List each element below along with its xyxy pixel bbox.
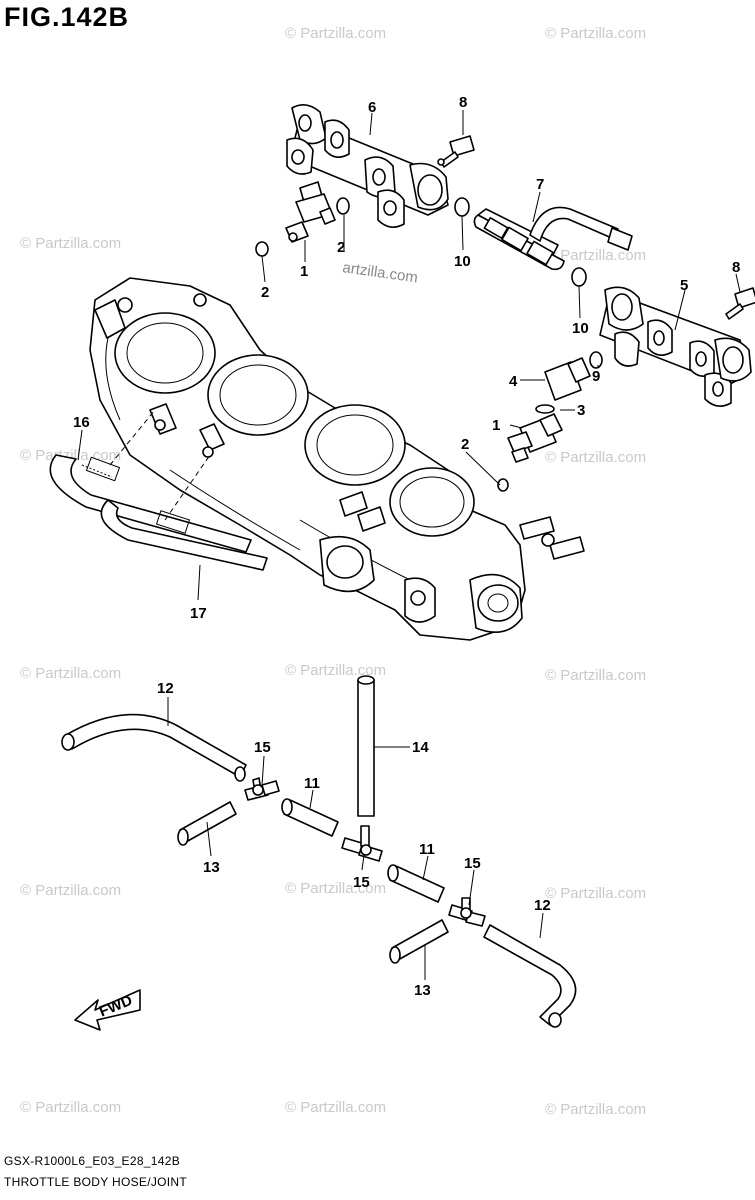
- watermark: © Partzilla.com: [285, 25, 386, 42]
- watermark: © Partzilla.com: [285, 1099, 386, 1116]
- joint-left: [244, 777, 280, 801]
- short-hose-right: [387, 864, 445, 903]
- figure-title: FIG.142B: [4, 2, 130, 32]
- o-ring: [497, 478, 509, 492]
- figure-caption: THROTTLE BODY HOSE/JOINT: [4, 1175, 187, 1189]
- callout-5: 5: [680, 277, 688, 294]
- watermark: © Partzilla.com: [285, 880, 386, 897]
- callout-13: 13: [203, 859, 220, 876]
- o-ring: [454, 197, 470, 217]
- watermark: © Partzilla.com: [545, 449, 646, 466]
- o-ring: [571, 267, 587, 287]
- joint-middle: [341, 825, 383, 862]
- callout-7: 7: [536, 176, 544, 193]
- watermark: © Partzilla.com: [545, 885, 646, 902]
- watermark: © Partzilla.com: [20, 665, 121, 682]
- callout-9: 9: [592, 368, 600, 385]
- watermark: © Partzilla.com: [20, 447, 121, 464]
- callout-2: 2: [461, 436, 469, 453]
- fuel-injector-upper: [285, 181, 336, 243]
- fuel-delivery-pipe-upper: [286, 104, 449, 228]
- callout-6: 6: [368, 99, 376, 116]
- o-ring: [336, 197, 350, 215]
- breather-hose-right: [483, 924, 577, 1028]
- callout-12: 12: [157, 680, 174, 697]
- watermark: © Partzilla.com: [20, 882, 121, 899]
- callout-15: 15: [254, 739, 271, 756]
- bolt-right: [725, 287, 755, 320]
- watermark: © Partzilla.com: [20, 1099, 121, 1116]
- callout-4: 4: [509, 373, 518, 390]
- breather-hose-left: [61, 713, 247, 782]
- o-ring: [589, 351, 603, 369]
- callout-15: 15: [353, 874, 370, 891]
- vacuum-hose: [49, 409, 268, 571]
- o-ring: [255, 241, 269, 257]
- short-hose-lower-right: [389, 919, 449, 964]
- cap: [544, 357, 591, 401]
- callout-10: 10: [572, 320, 589, 337]
- callout-8: 8: [732, 259, 740, 276]
- fuel-injector-lower: [507, 413, 563, 463]
- watermark: © Partzilla.com: [545, 247, 646, 264]
- watermark-partial: artzilla.com: [341, 259, 418, 286]
- vertical-hose: [357, 675, 375, 817]
- callout-2: 2: [337, 239, 345, 256]
- short-hose-lower-left: [177, 801, 237, 846]
- watermark: © Partzilla.com: [285, 662, 386, 679]
- callout-12: 12: [534, 897, 551, 914]
- model-code: GSX-R1000L6_E03_E28_142B: [4, 1154, 180, 1168]
- watermark: © Partzilla.com: [545, 25, 646, 42]
- callout-16: 16: [73, 414, 90, 431]
- callout-11: 11: [419, 841, 435, 858]
- callout-14: 14: [412, 739, 429, 756]
- throttle-body: [89, 277, 585, 641]
- callout-3: 3: [577, 402, 585, 419]
- watermark: © Partzilla.com: [20, 235, 121, 252]
- callout-17: 17: [190, 605, 207, 622]
- callout-8: 8: [459, 94, 467, 111]
- forward-arrow: FWD: [74, 989, 141, 1031]
- fuel-feed-hose: [473, 206, 633, 271]
- joint-right: [448, 897, 486, 927]
- callout-1: 1: [492, 417, 500, 434]
- watermark: © Partzilla.com: [545, 1101, 646, 1118]
- bolt-upper: [437, 135, 475, 168]
- callout-11: 11: [304, 775, 320, 792]
- watermark: © Partzilla.com: [545, 667, 646, 684]
- o-ring: [535, 404, 555, 414]
- callout-13: 13: [414, 982, 431, 999]
- callout-2: 2: [261, 284, 269, 301]
- leader-lines-lower: [167, 697, 544, 980]
- leader-lines: [77, 110, 741, 601]
- fuel-delivery-pipe-right: [599, 286, 752, 407]
- callout-10: 10: [454, 253, 471, 270]
- callout-labels: 6 8 7 10 1 2 10 5 8 4 9 3 1 2 16 17 12 1…: [73, 94, 740, 999]
- callout-1: 1: [300, 263, 308, 280]
- short-hose-left: [281, 798, 339, 837]
- callout-15: 15: [464, 855, 481, 872]
